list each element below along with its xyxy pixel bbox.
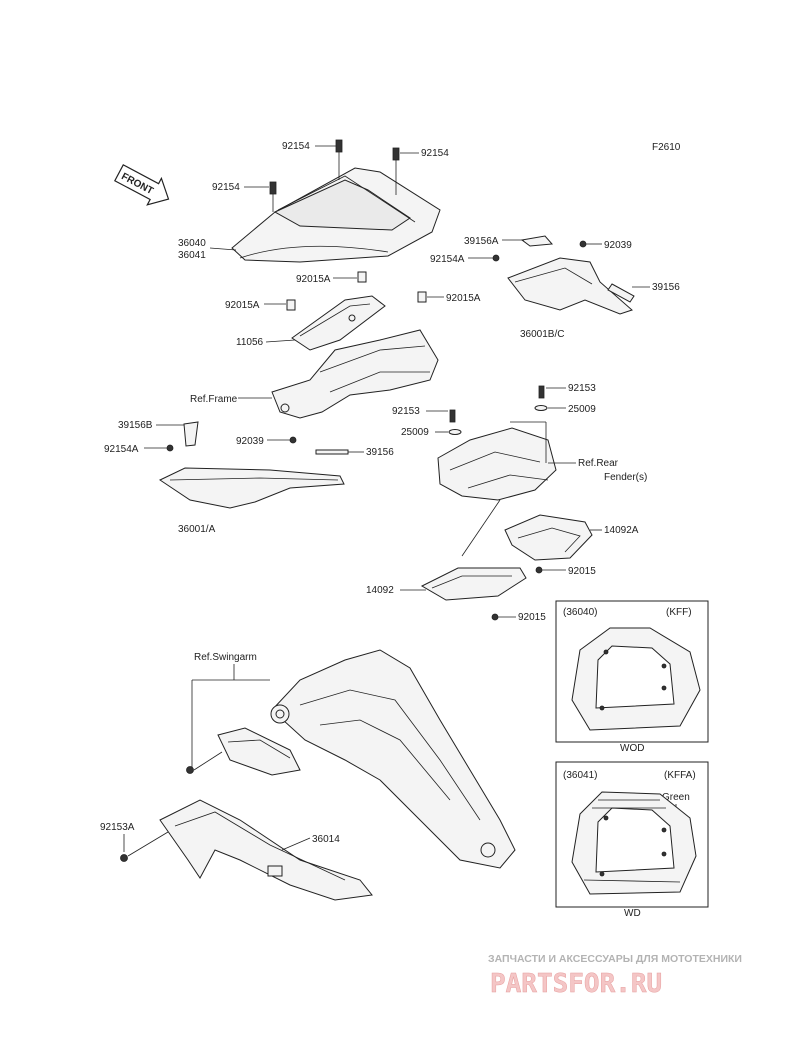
- inset-caption: WD: [624, 908, 641, 919]
- bolt-icon: [492, 240, 587, 262]
- cover-14092a-drawing: [504, 514, 593, 561]
- inset-36040-kff: (36040) (KFF) WOD: [555, 600, 709, 754]
- label-92153: 92153: [568, 383, 596, 394]
- label-36001bc: 36001B/C: [520, 329, 564, 340]
- cover-14092-drawing: [420, 567, 527, 601]
- label-39156: 39156: [652, 282, 680, 293]
- watermark-tagline: ЗАПЧАСТИ И АКСЕССУАРЫ ДЛЯ МОТОТЕХНИКИ: [488, 953, 742, 965]
- collar-icon: [286, 271, 427, 311]
- seat-cowl-36040-drawing: [231, 167, 441, 263]
- bolt-icon: [448, 385, 548, 435]
- label-36041: 36041: [178, 250, 206, 261]
- label-36040: 36040: [178, 238, 206, 249]
- label-25009: 25009: [568, 404, 596, 415]
- inset-36041-kffa: (36041) (KFFA) Green WD: [555, 761, 709, 919]
- frame-drawing: [271, 329, 439, 419]
- label-39156: 39156: [366, 447, 394, 458]
- label-92154: 92154: [212, 182, 240, 193]
- chain-cover-36014-drawing: [159, 799, 373, 901]
- inset-part-number: (36041): [563, 770, 597, 781]
- label-39156b: 39156B: [118, 420, 153, 431]
- label-ref-rear-fender: Fender(s): [604, 472, 647, 483]
- label-ref-swingarm: Ref.Swingarm: [194, 652, 257, 663]
- label-92015a: 92015A: [446, 293, 481, 304]
- bolt-icon: [120, 766, 194, 862]
- rear-fender-drawing: [437, 427, 557, 501]
- watermark-logo-text: PARTSFOR.RU: [490, 969, 662, 999]
- label-ref-rear-fender: Ref.Rear: [578, 458, 619, 469]
- label-11056: 11056: [236, 337, 264, 348]
- inset-color-note: Green: [662, 792, 690, 803]
- inset-caption: WOD: [620, 743, 644, 754]
- inset-model-code: (KFFA): [664, 770, 696, 781]
- label-14092a: 14092A: [604, 525, 639, 536]
- label-92154a: 92154A: [104, 444, 139, 455]
- front-arrow-icon: FRONT: [114, 164, 170, 206]
- inset-part-number: (36040): [563, 607, 597, 618]
- bracket-11056-drawing: [291, 295, 386, 351]
- side-cover-right-drawing: [507, 235, 635, 315]
- label-92154a: 92154A: [430, 254, 465, 265]
- bolt-icon: [166, 436, 297, 452]
- label-92015: 92015: [568, 566, 596, 577]
- swingarm-drawing: [270, 649, 516, 869]
- label-92015a: 92015A: [296, 274, 331, 285]
- label-92015: 92015: [518, 612, 546, 623]
- label-36001a: 36001/A: [178, 524, 216, 535]
- label-14092: 14092: [366, 585, 394, 596]
- label-92154: 92154: [282, 141, 310, 152]
- chain-guard-drawing: [217, 727, 301, 776]
- label-92015a: 92015A: [225, 300, 260, 311]
- label-36014: 36014: [312, 834, 340, 845]
- label-92153a: 92153A: [100, 822, 135, 833]
- label-ref-frame: Ref.Frame: [190, 394, 238, 405]
- label-92039: 92039: [604, 240, 632, 251]
- label-92153: 92153: [392, 406, 420, 417]
- label-92154: 92154: [421, 148, 449, 159]
- inset-model-code: (KFF): [666, 607, 692, 618]
- figure-code: F2610: [652, 142, 681, 153]
- side-cover-left-drawing: [158, 421, 349, 509]
- label-39156a: 39156A: [464, 236, 499, 247]
- label-92039: 92039: [236, 436, 264, 447]
- label-25009: 25009: [401, 427, 429, 438]
